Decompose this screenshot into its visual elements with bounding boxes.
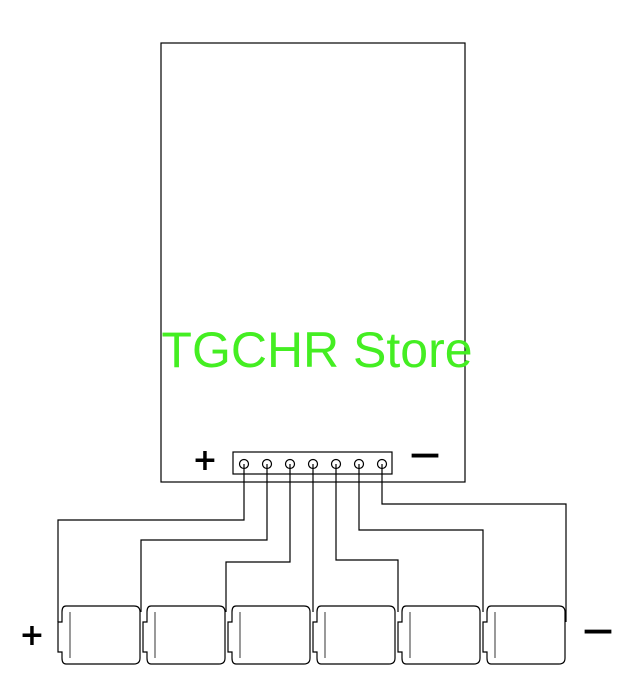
battery-cell [57, 605, 141, 665]
wire-b4 [335, 464, 399, 612]
battery-cell [397, 605, 481, 665]
battery-cells [57, 605, 566, 665]
balance-wires [57, 464, 567, 622]
wire-b6 [381, 464, 567, 622]
wire-b1 [140, 464, 268, 612]
board-minus-label: — [410, 437, 440, 472]
battery-cell [227, 605, 311, 665]
pack-plus-label: + [19, 618, 44, 653]
store-watermark: TGCHR Store [161, 322, 472, 378]
battery-cell [482, 605, 566, 665]
battery-cell [142, 605, 226, 665]
board-plus-label: + [192, 443, 217, 478]
wire-b2 [225, 464, 291, 612]
connector-terminals [238, 458, 388, 470]
pack-minus-label: — [583, 613, 613, 648]
wire-b0 [57, 464, 245, 622]
bms-board [160, 42, 466, 483]
wire-b5 [358, 464, 484, 612]
battery-cell [312, 605, 396, 665]
